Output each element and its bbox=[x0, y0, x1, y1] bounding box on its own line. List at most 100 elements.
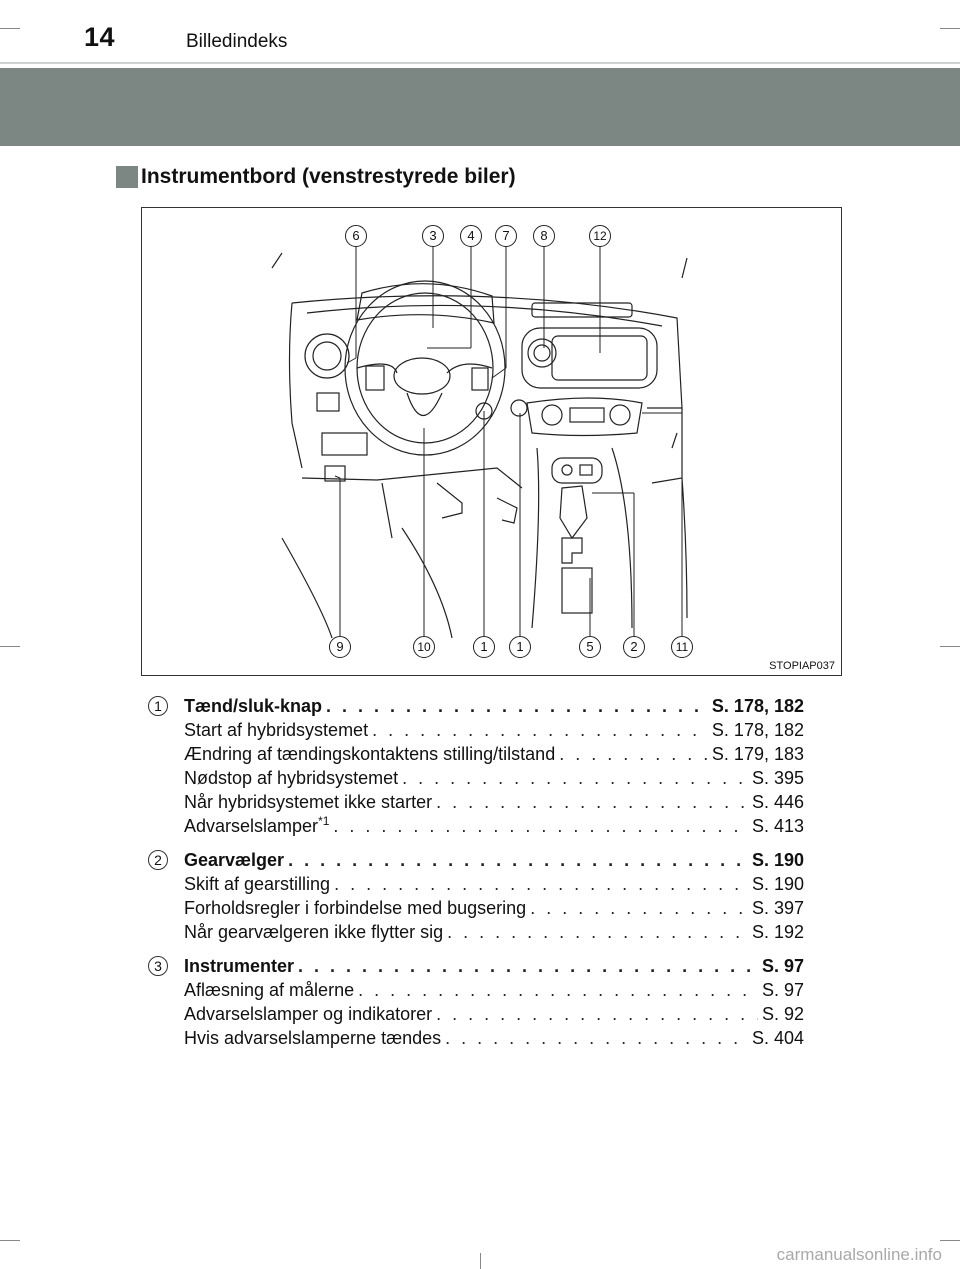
sub-entry-label: Når hybridsystemet ikke starter bbox=[184, 792, 433, 812]
left-vent bbox=[304, 333, 350, 379]
sub-entry: Aflæsning af målerne S. 97 bbox=[184, 978, 804, 1002]
page-number: 14 bbox=[84, 22, 116, 52]
index-entry: 2 Gearvælger S. 190 Skift af gearstillin… bbox=[148, 848, 808, 944]
floor bbox=[281, 527, 453, 639]
sub-entry-label: Forholdsregler i forbindelse med bugseri… bbox=[184, 898, 527, 918]
sub-entry-page-ref[interactable]: S. 179, 183 bbox=[711, 744, 804, 764]
sub-entry: Advarselslamper*1 S. 413 bbox=[184, 814, 804, 838]
sub-entry-label: Når gearvælgeren ikke flytter sig bbox=[184, 922, 444, 942]
sub-entry: Ændring af tændingskontaktens stilling/t… bbox=[184, 742, 804, 766]
right-dash bbox=[647, 407, 683, 484]
sub-entry-label: Advarselslamper og indikatorer bbox=[184, 1004, 433, 1024]
right-steer-switch bbox=[471, 367, 489, 391]
entry-title: Gearvælger bbox=[184, 850, 285, 870]
footer-watermark[interactable]: carmanualsonline.info bbox=[776, 1245, 942, 1264]
section-title: Instrumentbord (venstrestyrede biler) bbox=[116, 163, 516, 191]
index-entries: 1 Tænd/sluk-knap S. 178, 182 Start af hy… bbox=[148, 694, 808, 1060]
aux-port bbox=[579, 464, 593, 476]
entry-title: Tænd/sluk-knap bbox=[184, 696, 323, 716]
crop-mark bbox=[940, 28, 960, 29]
sub-entry-page-ref[interactable]: S. 397 bbox=[751, 898, 804, 918]
sub-entry-page-ref[interactable]: S. 413 bbox=[751, 816, 804, 836]
leader-dots bbox=[298, 954, 758, 978]
gear-shifter bbox=[559, 485, 588, 540]
steering-spokes bbox=[356, 363, 493, 416]
sub-entry: Skift af gearstilling S. 190 bbox=[184, 872, 804, 896]
sub-entry-label: Advarselslamper*1 bbox=[184, 814, 329, 838]
right-door bbox=[681, 477, 688, 619]
leader-dots bbox=[447, 920, 748, 944]
sub-entry-page-ref[interactable]: S. 178, 182 bbox=[711, 720, 804, 740]
start-button bbox=[510, 399, 528, 417]
crop-mark bbox=[480, 1253, 481, 1269]
leader-lines bbox=[334, 245, 683, 636]
leader-dots bbox=[372, 718, 708, 742]
callout-bottom: 5 bbox=[579, 636, 601, 658]
sub-entry: Hvis advarselslamperne tændes S. 404 bbox=[184, 1026, 804, 1050]
callout-bottom: 9 bbox=[329, 636, 351, 658]
pedal-right bbox=[496, 497, 518, 524]
left-panel bbox=[321, 432, 368, 456]
sub-entry: Når gearvælgeren ikke flytter sig S. 192 bbox=[184, 920, 804, 944]
console-storage bbox=[561, 567, 593, 614]
entry-heading: Gearvælger S. 190 bbox=[184, 848, 804, 872]
dash-outline bbox=[271, 252, 688, 469]
hood-release bbox=[324, 465, 346, 482]
left-vent-inner bbox=[312, 341, 342, 371]
leader-dots bbox=[559, 742, 708, 766]
sub-entry: Forholdsregler i forbindelse med bugseri… bbox=[184, 896, 804, 920]
steering-wheel-outer bbox=[344, 280, 506, 456]
left-steer-switch bbox=[365, 365, 385, 391]
crop-mark bbox=[940, 1240, 960, 1241]
sub-entry-label: Skift af gearstilling bbox=[184, 874, 331, 894]
entry-number: 3 bbox=[148, 956, 168, 976]
entry-heading: Instrumenter S. 97 bbox=[184, 954, 804, 978]
index-entry: 3 Instrumenter S. 97 Aflæsning af målern… bbox=[148, 954, 808, 1050]
sub-entry: Advarselslamper og indikatorer S. 92 bbox=[184, 1002, 804, 1026]
center-vent bbox=[531, 302, 633, 318]
leader-dots bbox=[333, 814, 748, 838]
dash-upper bbox=[306, 304, 663, 327]
leader-dots bbox=[436, 1002, 758, 1026]
leader-dots bbox=[402, 766, 748, 790]
entry-page-ref[interactable]: S. 178, 182 bbox=[711, 696, 804, 716]
audio-knob bbox=[527, 338, 557, 368]
leader-dots bbox=[358, 978, 758, 1002]
sub-entry-page-ref[interactable]: S. 97 bbox=[761, 980, 804, 1000]
dashboard-illustration bbox=[271, 245, 688, 639]
sub-entry-page-ref[interactable]: S. 446 bbox=[751, 792, 804, 812]
leader-dots bbox=[288, 848, 748, 872]
console-cupholder bbox=[551, 457, 603, 484]
crop-mark bbox=[0, 28, 20, 29]
shift-gate bbox=[561, 537, 583, 564]
entry-page-ref[interactable]: S. 97 bbox=[761, 956, 804, 976]
callout-bottom: 10 bbox=[413, 636, 435, 658]
sub-entry-label: Start af hybridsystemet bbox=[184, 720, 369, 740]
sub-entry-page-ref[interactable]: S. 192 bbox=[751, 922, 804, 942]
callout-bottom: 1 bbox=[473, 636, 495, 658]
leader-dots bbox=[326, 694, 708, 718]
left-switches bbox=[316, 392, 340, 412]
callout-top: 6 bbox=[345, 225, 367, 247]
usb-port bbox=[561, 464, 573, 476]
steering-hub bbox=[393, 357, 451, 395]
sub-entry-page-ref[interactable]: S. 395 bbox=[751, 768, 804, 788]
index-entry: 1 Tænd/sluk-knap S. 178, 182 Start af hy… bbox=[148, 694, 808, 838]
callout-top: 8 bbox=[533, 225, 555, 247]
climate-knob-right bbox=[609, 404, 631, 426]
audio-knob-inner bbox=[533, 344, 551, 362]
sub-entry-page-ref[interactable]: S. 190 bbox=[751, 874, 804, 894]
footnote-marker: *1 bbox=[318, 814, 330, 828]
header-band bbox=[0, 68, 960, 146]
callout-bottom: 11 bbox=[671, 636, 693, 658]
figure-code: STOPIAP037 bbox=[769, 660, 835, 672]
section-square-icon bbox=[116, 166, 138, 188]
callout-bottom: 1 bbox=[509, 636, 531, 658]
sub-entry-page-ref[interactable]: S. 404 bbox=[751, 1028, 804, 1048]
sub-entry-label: Hvis advarselslamperne tændes bbox=[184, 1028, 442, 1048]
callout-top: 4 bbox=[460, 225, 482, 247]
entry-number: 2 bbox=[148, 850, 168, 870]
entry-page-ref[interactable]: S. 190 bbox=[751, 850, 804, 870]
section-title-text: Instrumentbord (venstrestyrede biler) bbox=[141, 165, 516, 188]
sub-entry-page-ref[interactable]: S. 92 bbox=[761, 1004, 804, 1024]
